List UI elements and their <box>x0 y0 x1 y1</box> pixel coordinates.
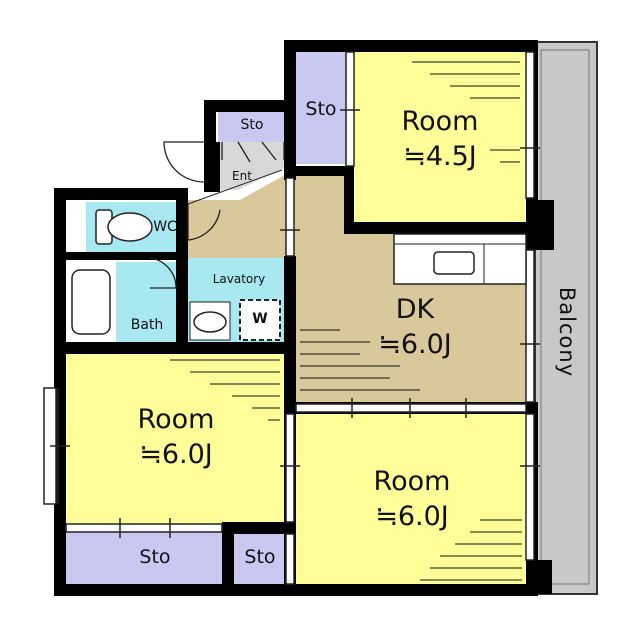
dk-size: ≒6.0J <box>378 329 452 360</box>
bathtub-fixture <box>71 269 111 335</box>
storage-bottom-mid-label: Sto <box>244 546 276 568</box>
room-top-label: Room ≒4.5J <box>392 108 488 170</box>
sliding-doors <box>43 51 540 585</box>
room-bottom-right-label: Room ≒6.0J <box>356 468 468 530</box>
room-left-floor <box>66 352 286 524</box>
bath-floor <box>116 262 180 342</box>
balcony-area <box>534 41 598 595</box>
balcony-label: Balcony <box>555 286 579 378</box>
wash-basin-fixture <box>189 301 231 341</box>
wc-label: WC <box>153 219 177 235</box>
floor-hatching <box>170 61 522 581</box>
balcony-inner-edge <box>540 49 590 585</box>
room-left-label: Room ≒6.0J <box>120 406 232 468</box>
entrance-step <box>187 169 283 205</box>
lavatory-label: Lavatory <box>212 272 266 286</box>
storage-top-floor <box>296 52 346 164</box>
washer-label: W <box>252 311 268 327</box>
room-bottom-right-floor <box>296 414 528 586</box>
storage-bottom-left-label: Sto <box>139 546 171 568</box>
entrance-floor <box>220 142 284 190</box>
storage-bottom-left-floor <box>66 532 222 584</box>
entrance-storage-floor <box>218 112 286 142</box>
kitchen-counter <box>393 233 527 285</box>
storage-bottom-mid-floor <box>234 532 286 584</box>
room-left-size: ≒6.0J <box>139 439 213 470</box>
room-top-size: ≒4.5J <box>403 141 477 172</box>
storage-entrance-label: Sto <box>240 117 264 133</box>
room-top-floor <box>352 50 528 222</box>
dk-name: DK <box>395 294 435 325</box>
washer-space <box>239 299 281 341</box>
dk-label: DK ≒6.0J <box>360 296 470 358</box>
dk-floor <box>188 172 528 404</box>
room-bottom-right-name: Room <box>373 466 451 497</box>
storage-top-label: Sto <box>305 98 337 120</box>
toilet-fixture <box>95 209 153 245</box>
room-left-name: Room <box>137 404 215 435</box>
entrance-label: Ent <box>232 169 252 183</box>
room-bottom-right-size: ≒6.0J <box>375 501 449 532</box>
door-swings <box>149 141 285 289</box>
room-top-name: Room <box>401 106 479 137</box>
bath-label: Bath <box>130 317 164 333</box>
